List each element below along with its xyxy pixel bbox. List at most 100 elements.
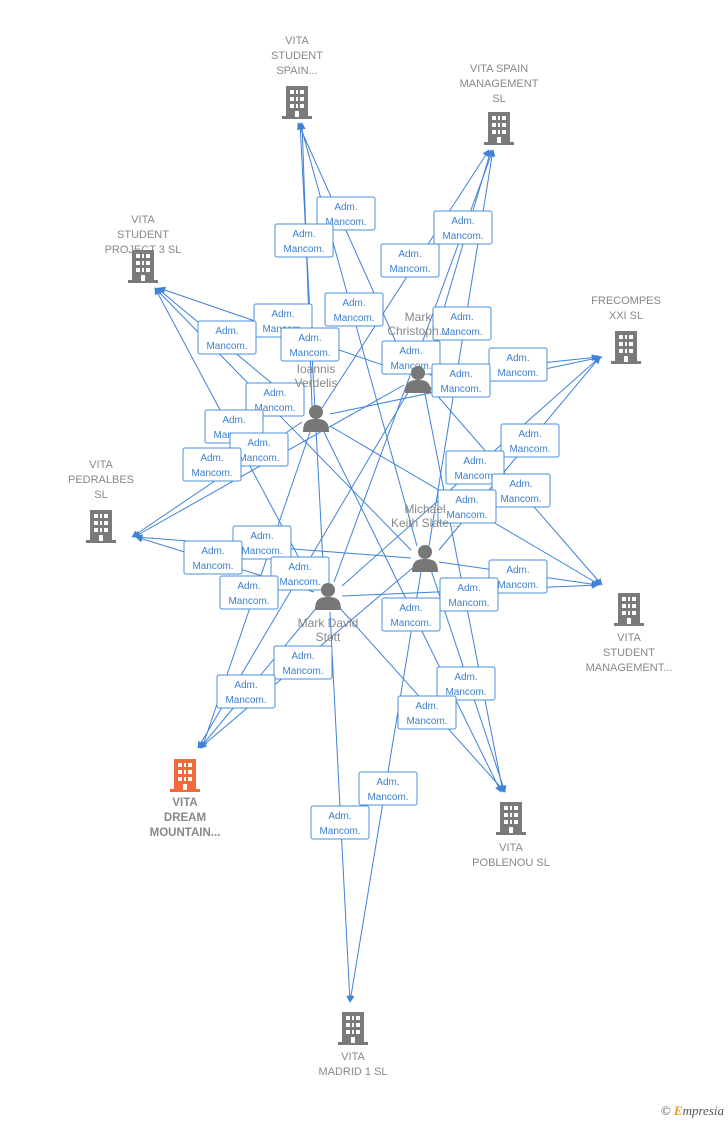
edge-label[interactable]: Adm.Mancom. (437, 489, 497, 524)
edge-ioannis-to-vita_spain_mgmt (321, 149, 490, 409)
edge-label-type: Mancom. (279, 577, 320, 588)
edge-label[interactable]: Adm.Mancom. (358, 771, 418, 806)
edge-label[interactable]: Adm. Mancom. (488, 559, 548, 594)
edge-label[interactable]: Adm.Mancom. (316, 196, 376, 231)
edge-label-role: Adm. (334, 202, 357, 213)
edge-label[interactable]: Adm.Mancom. (216, 674, 276, 709)
edge-label-box (380, 243, 440, 278)
edge-label-type: Mancom. (509, 444, 550, 455)
edge-label-box (324, 292, 384, 327)
company-label-line: SL (94, 489, 107, 501)
edge-label-role: Adm. (288, 562, 311, 573)
edge-label-box (397, 695, 457, 730)
edge-label-type: Mancom. (497, 368, 538, 379)
edge-label-box (216, 674, 276, 709)
edge-michael-to-vita_student_spain (298, 122, 418, 547)
edge-label-role: Adm. (455, 495, 478, 506)
edge-label-role: Adm. (250, 531, 273, 542)
empresia-logo[interactable]: © Empresia (661, 1103, 724, 1119)
edge-label[interactable]: Adm.Mancom. (245, 382, 305, 417)
edge-label[interactable]: Adm.Mancom. (219, 575, 279, 610)
person-label-line: Mark David (298, 616, 359, 630)
company-label-line: PEDRALBES (68, 474, 134, 486)
building-icon (338, 1012, 368, 1045)
edge-label-role: Adm. (376, 777, 399, 788)
edge-label-type: Mancom. (238, 453, 279, 464)
edge-label[interactable]: Adm.Mancom. (280, 327, 340, 362)
edge-label-role: Adm. (298, 333, 321, 344)
edge-label-role: Adm. (200, 453, 223, 464)
edge-label-type: Mancom. (448, 598, 489, 609)
edge-label-role: Adm. (247, 438, 270, 449)
edge-label-box (273, 645, 333, 680)
building-icon (170, 759, 200, 792)
company-label-line: VITA (617, 632, 641, 644)
edge-label[interactable]: Adm.Mancom. (445, 450, 505, 485)
person-node-mark-christoph[interactable]: MarkChristoph... (387, 310, 449, 393)
company-node-vita-spain-mgmt[interactable]: VITA SPAIN MANAGEMENT SL (460, 63, 539, 145)
edge-mark_christoph-to-vita_student_spain (297, 122, 409, 370)
edge-label[interactable]: Adm. Mancom. (397, 695, 457, 730)
edge-label-type: Mancom. (497, 580, 538, 591)
edge-label[interactable]: Adm.Mancom. (232, 525, 292, 560)
edge-label[interactable]: Adm.Mancom. (433, 210, 493, 245)
edge-label-role: Adm. (291, 651, 314, 662)
edge-label[interactable]: Adm.Mancom. (324, 292, 384, 327)
edge-label-type: Mancom. (228, 596, 269, 607)
edge-label[interactable]: Adm.Mancom. (436, 666, 496, 701)
edge-label[interactable]: Adm.Mancom. (182, 447, 242, 482)
person-label-line: Mark (405, 310, 433, 324)
edge-label[interactable]: Adm.Mancom. (491, 473, 551, 508)
company-label-line: DREAM (164, 812, 206, 824)
person-icon (412, 545, 438, 572)
person-label-line: Michael (404, 502, 445, 516)
edge-label-role: Adm. (518, 429, 541, 440)
edge-label-box (270, 556, 330, 591)
edge-label-type: Mancom. (389, 264, 430, 275)
edge-label-box (197, 320, 257, 355)
edge-label-type: Mancom. (406, 716, 447, 727)
person-label-line: Verdelis (295, 376, 338, 390)
person-label-line: Keith Slate... (391, 516, 459, 530)
edge-label[interactable]: Adm.Mancom. (381, 340, 441, 375)
edge-label-type: Mancom. (454, 471, 495, 482)
edge-label[interactable]: Adm.Mancom. (431, 363, 491, 398)
company-label-line: MOUNTAIN... (150, 827, 221, 839)
building-icon (611, 331, 641, 364)
edge-label-role: Adm. (415, 701, 438, 712)
edge-label-box (381, 340, 441, 375)
edge-label[interactable]: Adm.Mancom. (274, 223, 334, 258)
company-node-vita-student-mgmt[interactable]: VITASTUDENTMANAGEMENT... (586, 593, 673, 674)
edge-label[interactable]: Adm. Mancom. (500, 423, 560, 458)
edge-label-role: Adm. (506, 565, 529, 576)
person-label-line: Stott (316, 630, 341, 644)
edge-label[interactable]: Adm. Mancom. (270, 556, 330, 591)
company-label-line: MANAGEMENT (460, 78, 539, 90)
edge-label[interactable]: Adm.Mancom. (197, 320, 257, 355)
edge-label[interactable]: Adm.Mancom. (380, 243, 440, 278)
edge-label-box (280, 327, 340, 362)
edge-label[interactable]: Adm.Mancom. (439, 577, 499, 612)
company-node-vita-student-spain[interactable]: VITASTUDENTSPAIN... (271, 35, 323, 119)
person-label-line: Ioannis (297, 362, 336, 376)
company-label-line: VITA SPAIN (470, 63, 528, 75)
edge-label[interactable]: Adm.Mancom. (183, 540, 243, 575)
edge-label[interactable]: Adm.Mancom. (310, 805, 370, 840)
edge-label[interactable]: Adm.Mancom. (273, 645, 333, 680)
edge-label[interactable]: Adm.Mancom. (432, 306, 492, 341)
company-node-vita-dream[interactable]: VITADREAMMOUNTAIN... (150, 759, 221, 839)
edge-label[interactable]: Adm.Mancom. (488, 347, 548, 382)
edge-label-type: Mancom. (225, 695, 266, 706)
building-icon (614, 593, 644, 626)
edge-label[interactable]: Adm.Mancom. (381, 597, 441, 632)
building-icon (282, 86, 312, 119)
company-label-line: SL (492, 93, 505, 105)
